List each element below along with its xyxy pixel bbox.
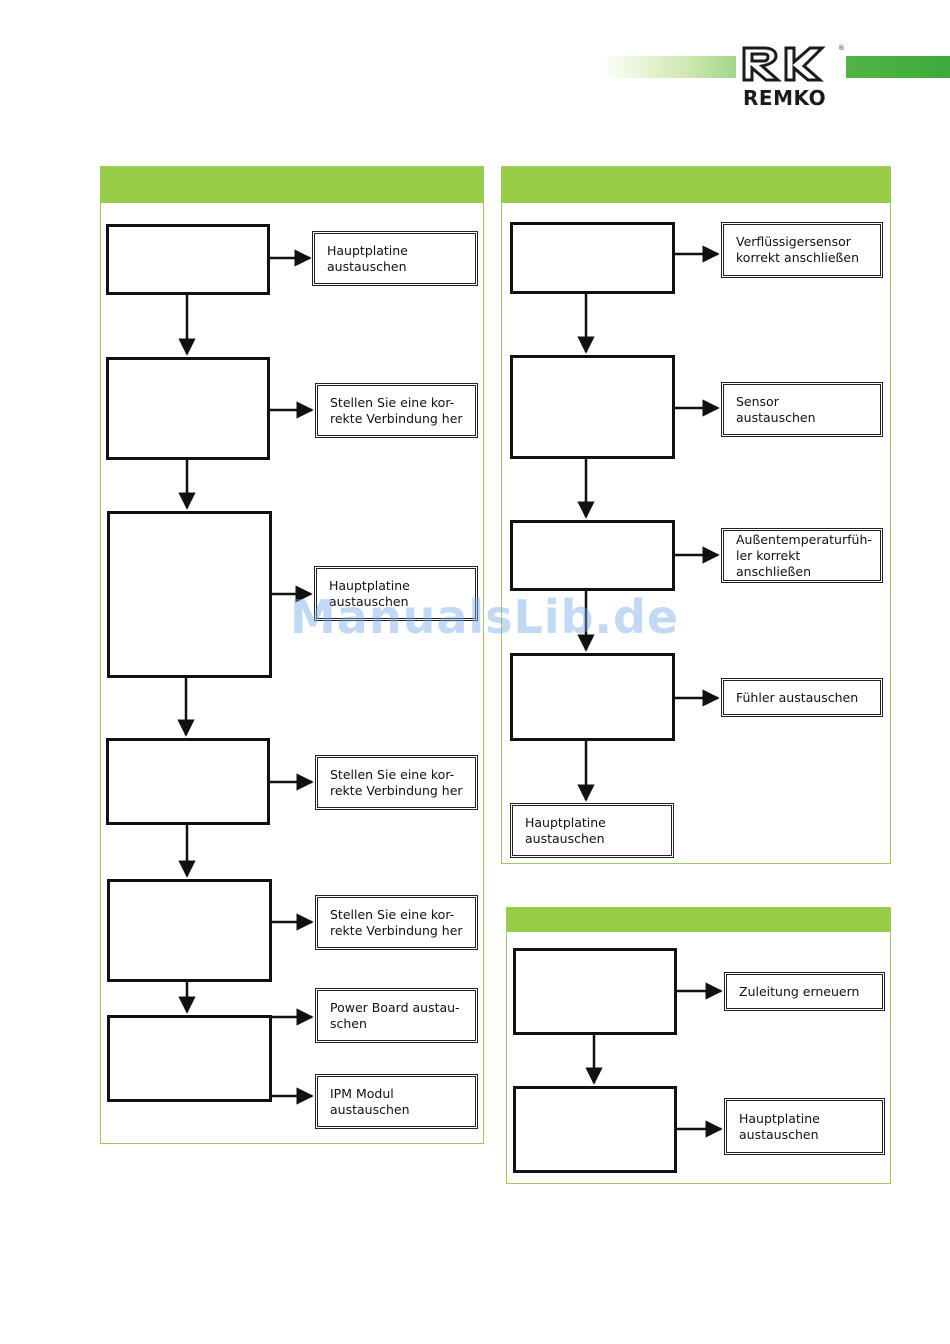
flow-node [106, 738, 270, 825]
panel-right-top-header [502, 167, 890, 203]
action-box: Verflüssigersensor korrekt anschließen [721, 222, 883, 278]
action-label: Zuleitung erneuern [726, 974, 883, 1009]
panel-left-header [101, 167, 483, 203]
remko-logo-mark [742, 46, 826, 82]
action-label: Hauptplatine austauschen [316, 568, 476, 619]
action-label: Stellen Sie eine kor- rekte Verbindung h… [317, 757, 476, 808]
action-label: Außentemperaturfüh- ler korrekt anschlie… [723, 530, 881, 581]
action-label: Hauptplatine austauschen [726, 1100, 883, 1153]
action-label: Power Board austau- schen [317, 990, 476, 1041]
flow-node [106, 357, 270, 460]
brand-name: REMKO [743, 86, 827, 110]
action-label: Hauptplatine austauschen [314, 233, 476, 284]
action-box: Hauptplatine austauschen [724, 1098, 885, 1155]
action-box: Hauptplatine austauschen [312, 231, 478, 286]
flow-node [107, 511, 272, 678]
flow-node [510, 520, 675, 591]
action-label: Stellen Sie eine kor- rekte Verbindung h… [317, 897, 476, 948]
action-label: IPM Modul austauschen [317, 1076, 476, 1127]
action-box: Hauptplatine austauschen [510, 803, 674, 858]
action-box: Power Board austau- schen [315, 988, 478, 1043]
action-label: Hauptplatine austauschen [512, 805, 672, 856]
action-label: Stellen Sie eine kor- rekte Verbindung h… [317, 385, 476, 436]
action-box: Zuleitung erneuern [724, 972, 885, 1011]
flow-node [510, 222, 675, 294]
action-box: Fühler austauschen [721, 678, 883, 717]
action-box: Hauptplatine austauschen [314, 566, 478, 621]
registered-mark: ® [838, 44, 845, 52]
panel-right-bottom-header [507, 908, 890, 932]
action-box: Sensor austauschen [721, 382, 883, 437]
action-label: Verflüssigersensor korrekt anschließen [723, 224, 881, 276]
flow-node [510, 653, 675, 741]
action-box: IPM Modul austauschen [315, 1074, 478, 1129]
action-box: Stellen Sie eine kor- rekte Verbindung h… [315, 383, 478, 438]
action-label: Fühler austauschen [723, 680, 881, 715]
flow-node [106, 224, 270, 295]
action-box: Stellen Sie eine kor- rekte Verbindung h… [315, 755, 478, 810]
remko-logo [736, 44, 846, 110]
action-box: Stellen Sie eine kor- rekte Verbindung h… [315, 895, 478, 950]
flow-node [107, 1015, 272, 1102]
flow-node [513, 1086, 677, 1173]
flow-node [513, 948, 677, 1035]
flow-node [510, 355, 675, 459]
watermark: ManualsLib.de [290, 590, 680, 644]
flow-node [107, 879, 272, 982]
action-box: Außentemperaturfüh- ler korrekt anschlie… [721, 528, 883, 583]
action-label: Sensor austauschen [723, 384, 881, 435]
